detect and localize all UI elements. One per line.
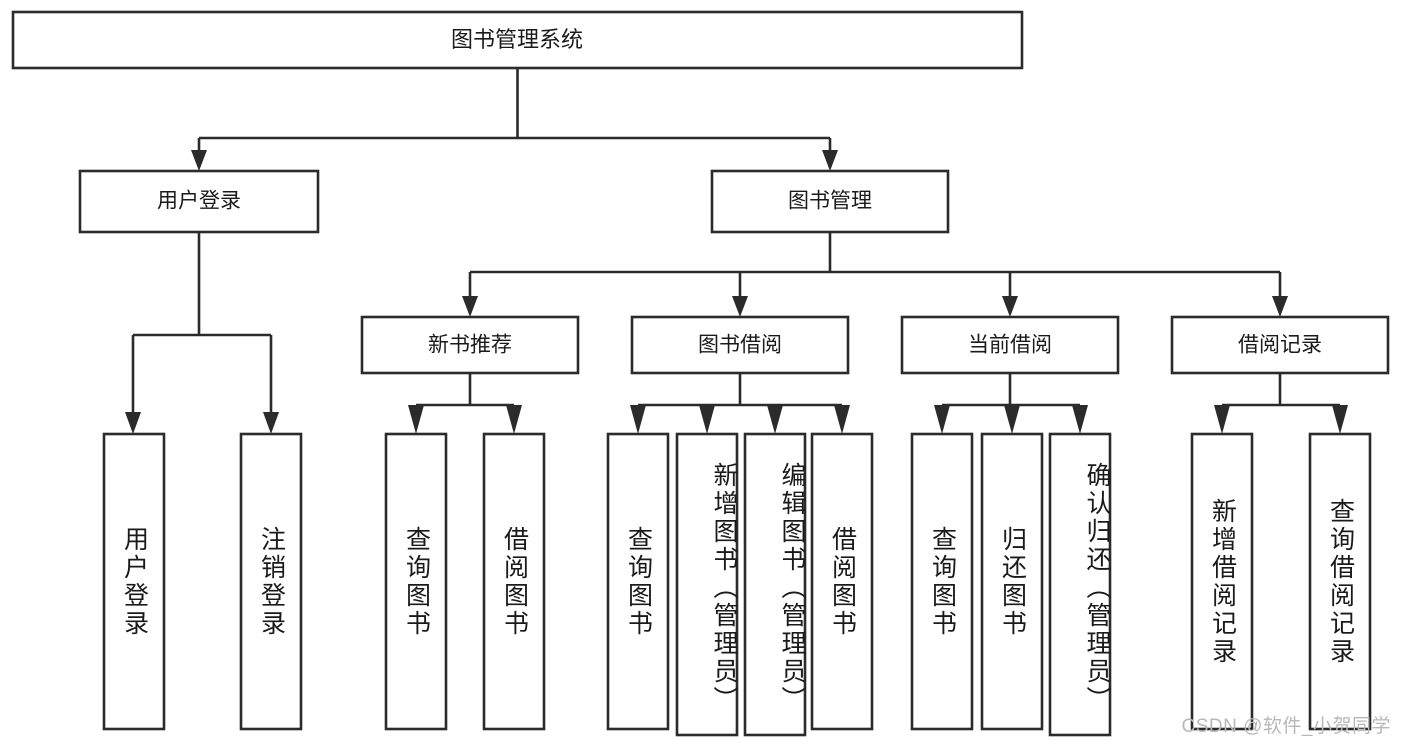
arrowhead-record: [1272, 296, 1288, 317]
node-book-management-label: 图书管理: [788, 190, 872, 213]
arrowhead-leaf-query-book-2: [630, 405, 646, 434]
arrowhead-leaf-borrow-book-2: [834, 405, 850, 434]
leaf-add-record-rect[interactable]: [1190, 432, 1254, 731]
leaf-user-logout-rect[interactable]: [239, 432, 303, 731]
node-book-borrow-label: 图书借阅: [698, 334, 782, 357]
arrowhead-leaf-user-login: [125, 412, 141, 434]
node-borrow-record-rect[interactable]: [1170, 315, 1390, 375]
arrowhead-bookmgmt: [822, 150, 838, 171]
leaf-borrow-book-2-rect[interactable]: [810, 432, 874, 731]
leaf-query-book-2-rect[interactable]: [606, 432, 670, 731]
node-book-borrow[interactable]: 图书借阅: [630, 315, 850, 375]
node-book-management-rect[interactable]: [710, 169, 950, 234]
watermark-text: CSDN @软件_小贺同学: [1181, 716, 1391, 737]
node-root-label: 图书管理系统: [451, 27, 583, 52]
arrowhead-leaf-query-book-1: [408, 405, 424, 434]
leaf-query-record-rect[interactable]: [1308, 432, 1372, 731]
node-borrow-record-label: 借阅记录: [1238, 334, 1322, 357]
leaf-confirm-return-rect[interactable]: [1048, 432, 1112, 737]
leaf-query-book-1-rect[interactable]: [384, 432, 448, 731]
node-current-borrow-label: 当前借阅: [968, 334, 1052, 357]
leaf-edit-book-rect[interactable]: [743, 432, 807, 737]
node-user-login-label: 用户登录: [157, 190, 241, 213]
arrowhead-leaf-query-book-3: [934, 405, 950, 434]
arrowhead-leaf-confirm-return: [1072, 405, 1088, 434]
node-user-login-rect[interactable]: [78, 169, 320, 234]
arrowhead-newbook: [462, 296, 478, 317]
arrowhead-leaf-add-record: [1214, 405, 1230, 434]
node-current-borrow-rect[interactable]: [900, 315, 1120, 375]
arrowhead-leaf-edit-book: [767, 405, 783, 434]
leaf-borrow-book-1-rect[interactable]: [482, 432, 546, 731]
node-layer: 图书管理系统 用户登录 图书管理 新书推荐 图书借阅 当前: [11, 10, 1390, 737]
leaf-layer: [102, 432, 1372, 737]
leaf-add-book-rect[interactable]: [675, 432, 739, 737]
arrowhead-borrow: [732, 296, 748, 317]
node-root[interactable]: 图书管理系统: [11, 10, 1024, 70]
connector-layer: [125, 68, 1348, 434]
node-borrow-record[interactable]: 借阅记录: [1170, 315, 1390, 375]
leaf-user-login-rect[interactable]: [102, 432, 166, 731]
node-new-book-recommend-label: 新书推荐: [428, 334, 512, 357]
arrowhead-leaf-query-record: [1332, 405, 1348, 434]
arrowhead-current: [1002, 296, 1018, 317]
node-user-login[interactable]: 用户登录: [78, 169, 320, 234]
arrowhead-leaf-return-book: [1004, 405, 1020, 434]
arrowhead-leaf-add-book: [699, 405, 715, 434]
node-book-borrow-rect[interactable]: [630, 315, 850, 375]
arrowhead-userlogin: [191, 150, 207, 171]
arrowhead-leaf-borrow-book-1: [506, 405, 522, 434]
node-book-management[interactable]: 图书管理: [710, 169, 950, 234]
leaf-return-book-rect[interactable]: [980, 432, 1044, 731]
arrowhead-leaf-user-logout: [263, 412, 279, 434]
node-current-borrow[interactable]: 当前借阅: [900, 315, 1120, 375]
leaf-query-book-3-rect[interactable]: [910, 432, 974, 731]
node-new-book-recommend-rect[interactable]: [360, 315, 580, 375]
node-root-rect[interactable]: [11, 10, 1024, 70]
node-new-book-recommend[interactable]: 新书推荐: [360, 315, 580, 375]
